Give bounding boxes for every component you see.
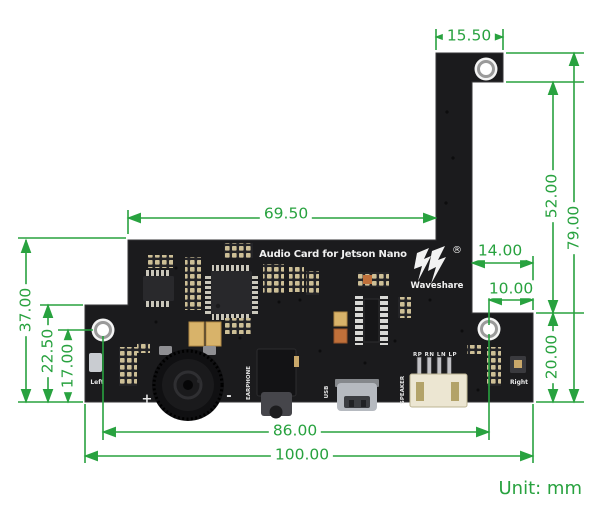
dim-label-main-height: 37.00 [16, 283, 35, 337]
dim-label-arm-to-right-edge: 14.00 [473, 242, 527, 260]
volume-knob[interactable] [152, 346, 224, 421]
left-microphone: Left [89, 353, 104, 386]
micro-usb-port[interactable] [335, 379, 379, 411]
dim-label-arm-width: 15.50 [442, 27, 496, 45]
logo-brand-text: Waveshare [411, 281, 464, 291]
mounting-hole-left [91, 318, 115, 342]
volume-plus-label: + [142, 392, 153, 407]
pad-cluster [224, 243, 253, 258]
dim-label-arm-below-hole-height: 52.00 [542, 169, 561, 223]
earphone-label: EARPHONE [246, 366, 252, 400]
usb-label: USB [324, 386, 330, 399]
pcb-board: Audio Card for Jetson Nano ® Waveshare [84, 52, 534, 421]
dim-label-right-section-height: 20.00 [542, 330, 561, 384]
logo-bolt-right [428, 246, 446, 284]
unit-note: Unit: mm [498, 478, 583, 499]
logo-registered-mark: ® [452, 245, 462, 256]
logo-bolt-left [414, 248, 431, 281]
volume-minus-label: - [226, 389, 231, 404]
pad-cluster [487, 347, 501, 386]
speaker-pinout-label: RP RN LN LP [413, 352, 457, 358]
capacitors [188, 275, 372, 347]
mounting-hole-arm [474, 57, 498, 81]
dim-label-left-step-height: 22.50 [38, 324, 57, 378]
soic16-footprint [355, 296, 388, 345]
pad-cluster [358, 272, 389, 287]
speaker-connector[interactable] [409, 356, 468, 408]
via-dots [154, 110, 480, 392]
pad-cluster [225, 318, 251, 334]
pad-cluster [137, 343, 150, 353]
right-microphone: Right [510, 356, 528, 386]
dim-label-body-left-width: 69.50 [259, 205, 313, 223]
pad-cluster [263, 264, 284, 293]
right-mic-label: Right [510, 379, 528, 386]
pcb-board-outline [84, 52, 534, 403]
board-title: Audio Card for Jetson Nano [259, 249, 407, 260]
pad-cluster [289, 267, 304, 292]
pad-cluster [306, 271, 319, 295]
soic8-chip [143, 270, 174, 307]
earphone-jack[interactable] [256, 348, 299, 419]
dim-label-overall-height: 79.00 [564, 201, 583, 255]
speaker-label: SPEAKER [400, 375, 406, 404]
pad-cluster [398, 297, 411, 318]
waveshare-logo: ® Waveshare [411, 245, 464, 291]
pad-cluster [148, 255, 173, 268]
left-mic-label: Left [90, 379, 104, 386]
main-codec-chip [205, 265, 258, 320]
pad-cluster [185, 257, 201, 310]
dim-label-hole-spacing: 86.00 [268, 422, 322, 440]
dim-label-left-hole-height: 17.00 [58, 339, 77, 393]
dim-label-hole-to-right-edge: 10.00 [484, 280, 538, 298]
smd-pad-clusters [119, 243, 501, 386]
pad-cluster [119, 347, 137, 386]
pad-cluster [467, 345, 481, 354]
dim-label-overall-width: 100.00 [270, 446, 334, 464]
